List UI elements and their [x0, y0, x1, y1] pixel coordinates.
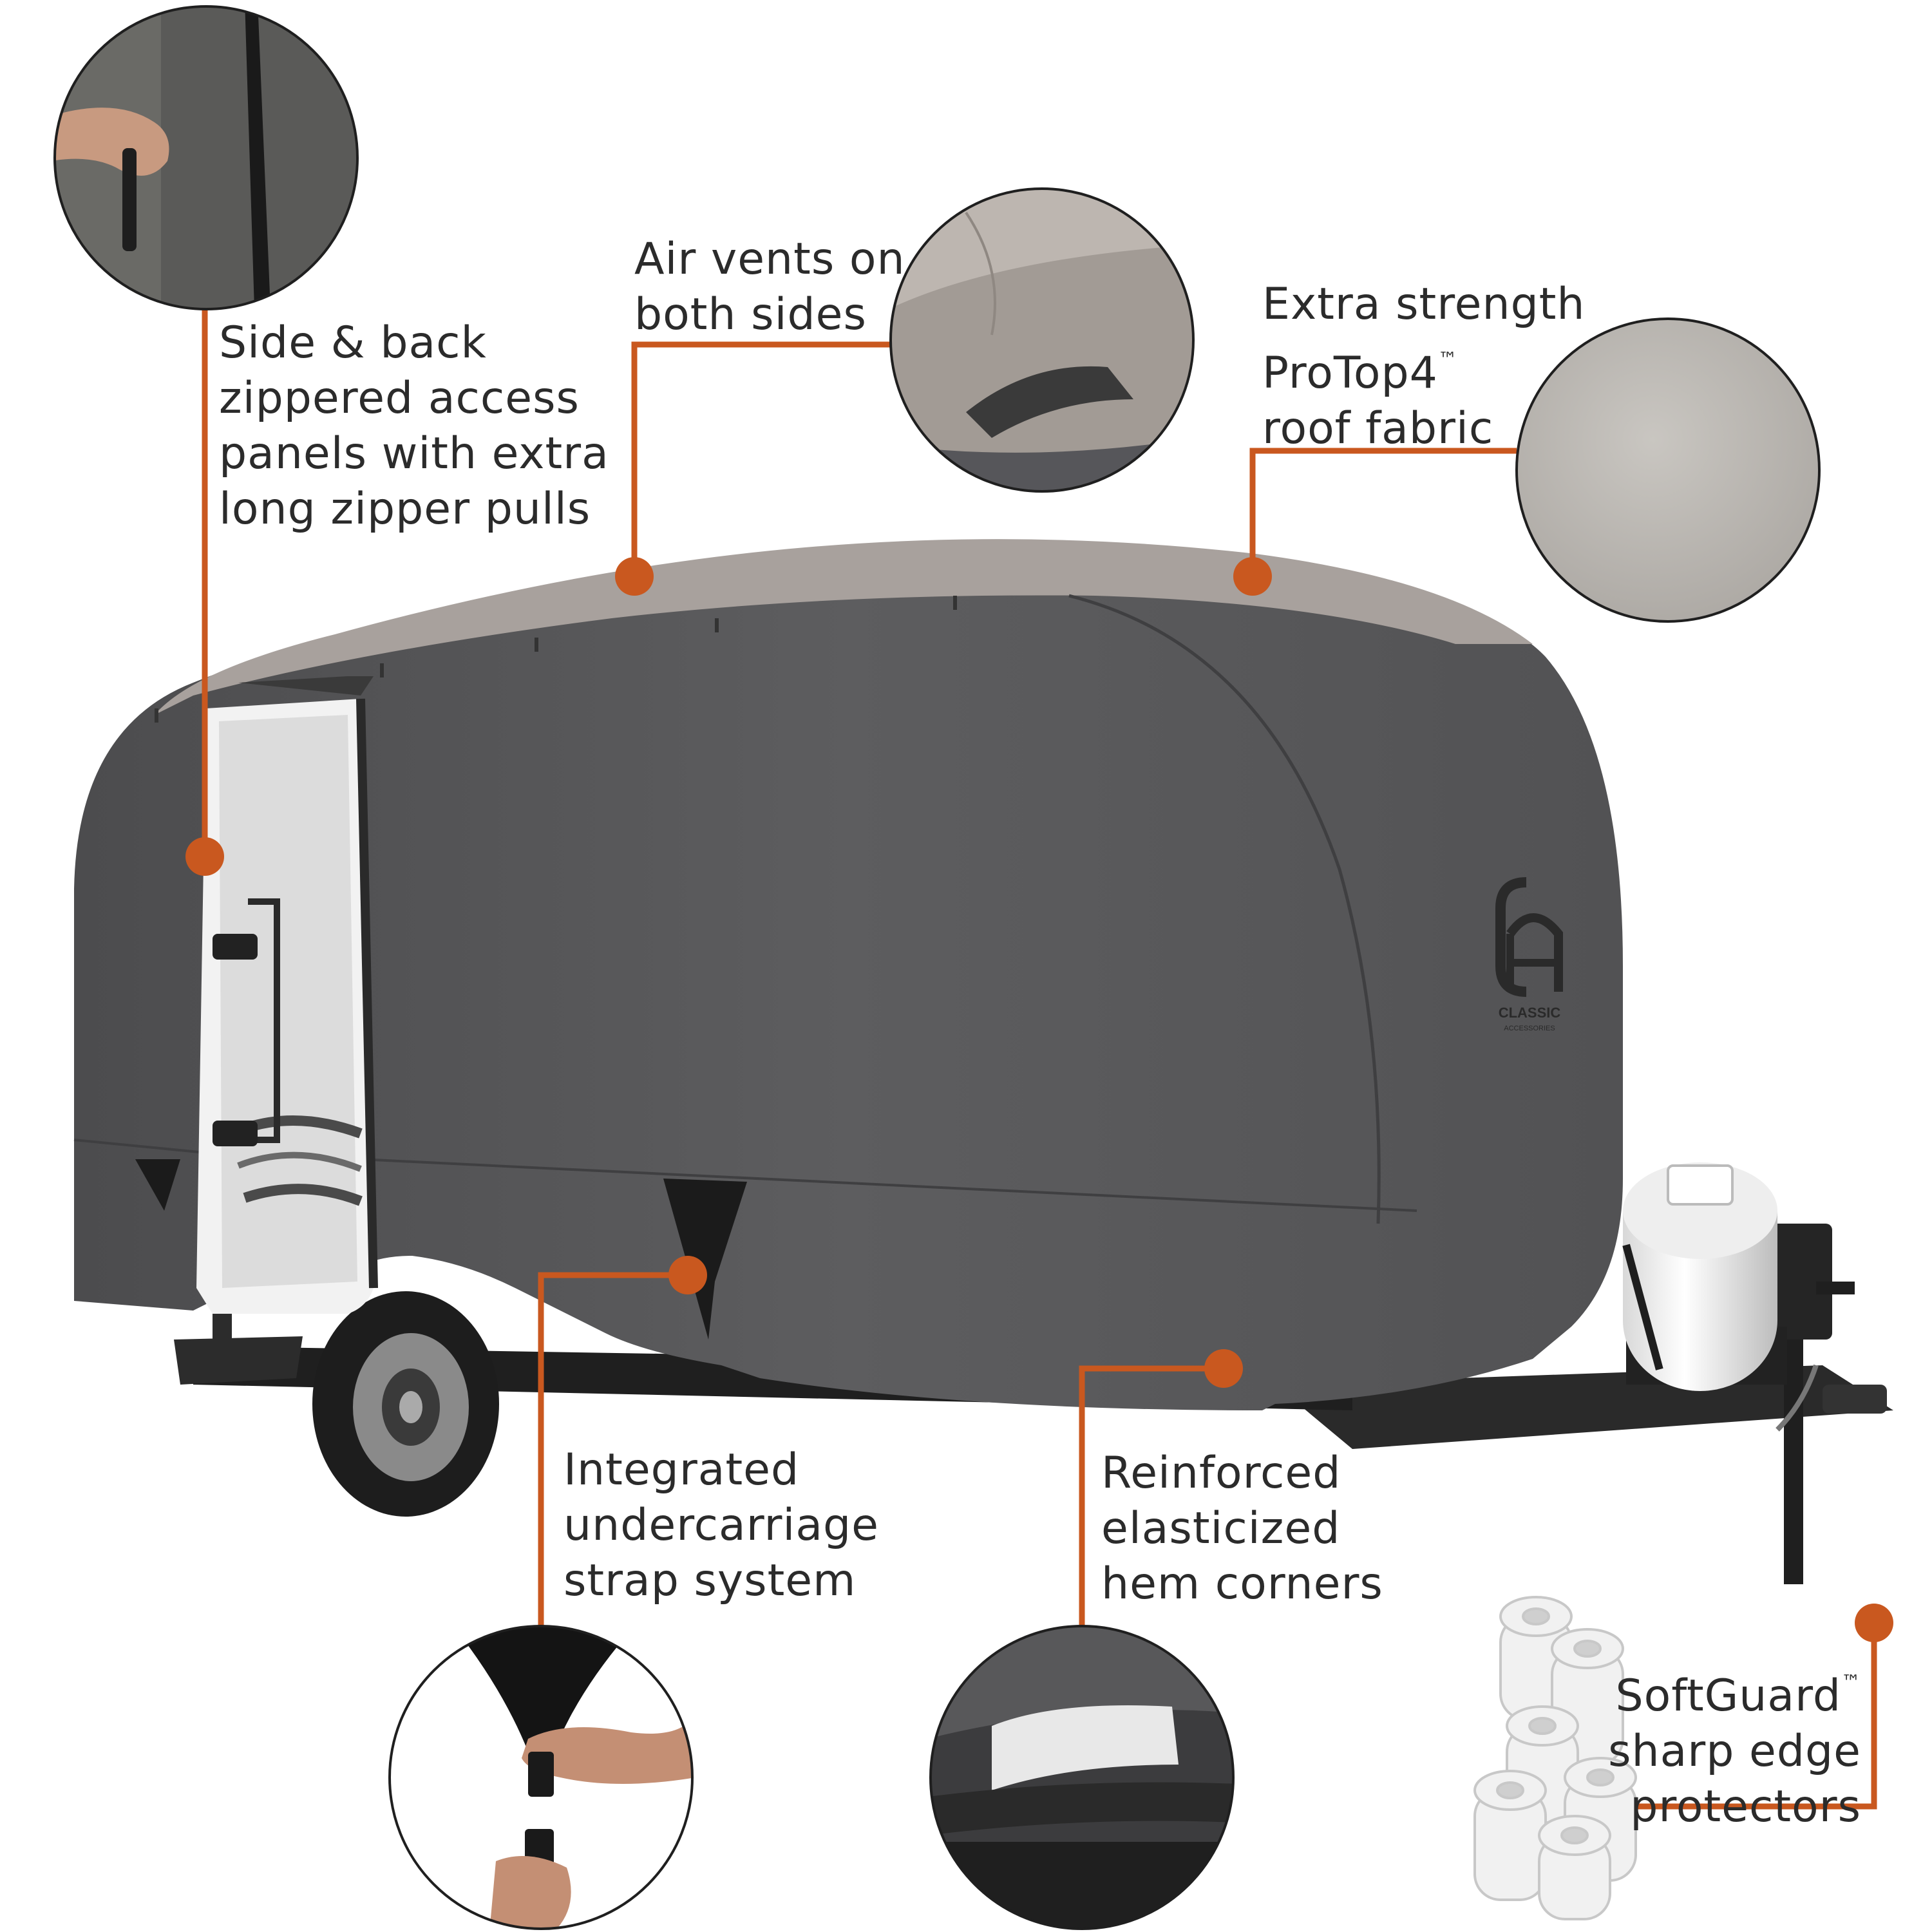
open-access-panel — [196, 676, 378, 1314]
trademark-symbol: ™ — [1437, 348, 1458, 371]
strap-buckle-detail-photo — [388, 1625, 694, 1930]
air-vents-label: Air vents on both sides — [634, 232, 905, 343]
brand-logo: CLASSIC ACCESSORIES — [1495, 877, 1563, 1032]
cover-body — [74, 559, 1623, 1410]
strap-label-line-1: Integrated — [564, 1444, 800, 1495]
roof-fabric-label: Extra strength ProTop4™ roof fabric — [1262, 277, 1586, 457]
zipper-label-line-1: Side & back — [219, 317, 487, 368]
zipper-callout-dot — [185, 837, 224, 876]
protector-label-product: SoftGuard — [1615, 1671, 1841, 1721]
roof-callout-dot — [1233, 557, 1272, 596]
cover-roof — [155, 539, 1533, 715]
brand-logo-line2: ACCESSORIES — [1504, 1025, 1555, 1032]
zipper-label-line-3: panels with extra — [219, 428, 609, 479]
roof-fabric-swatch — [1515, 317, 1821, 623]
strap-label-line-2: undercarriage — [564, 1500, 879, 1551]
trademark-symbol: ™ — [1841, 1671, 1861, 1694]
protector-label-line-2: sharp edge — [1608, 1726, 1861, 1777]
roof-label-line-3: roof fabric — [1262, 403, 1494, 454]
roof-clips — [155, 596, 957, 723]
foam-protector-icon — [1473, 1596, 1637, 1920]
trailer-cover: CLASSIC ACCESSORIES — [73, 539, 1893, 1584]
hem-label-line-1: Reinforced — [1101, 1448, 1341, 1499]
vent-label-line-1: Air vents on — [634, 234, 905, 285]
air-vent-detail-photo — [889, 187, 1195, 493]
roof-label-product: ProTop4 — [1262, 348, 1438, 399]
strap-system-label: Integrated undercarriage strap system — [564, 1443, 879, 1609]
roof-label-line-2: ProTop4™ — [1262, 332, 1586, 401]
vent-label-line-2: both sides — [634, 289, 867, 340]
hem-callout-dot — [1204, 1349, 1243, 1388]
trailer-wheel — [312, 1291, 499, 1517]
zipper-label-line-4: long zipper pulls — [219, 484, 591, 535]
protector-callout-dot — [1855, 1604, 1893, 1642]
protector-label-line-1: SoftGuard™ — [1608, 1655, 1861, 1724]
protector-label-line-3: protectors — [1630, 1781, 1861, 1832]
roof-label-line-1: Extra strength — [1262, 279, 1586, 330]
zipper-panels-label: Side & back zippered access panels with … — [219, 316, 609, 537]
edge-protectors-label: SoftGuard™ sharp edge protectors — [1608, 1655, 1861, 1835]
hem-corners-label: Reinforced elasticized hem corners — [1101, 1446, 1383, 1612]
propane-tank — [1622, 1162, 1787, 1391]
undercarriage-strap — [663, 1179, 747, 1340]
vent-callout-dot — [615, 557, 654, 596]
strap-callout-dot — [668, 1256, 707, 1294]
hem-label-line-2: elasticized — [1101, 1503, 1341, 1554]
zipper-detail-photo — [53, 5, 359, 310]
zipper-label-line-2: zippered access — [219, 373, 580, 424]
trailer-tongue — [1275, 1224, 1893, 1584]
callout-lines — [202, 309, 1877, 1810]
strap-label-line-3: strap system — [564, 1555, 857, 1606]
hem-label-line-3: hem corners — [1101, 1558, 1383, 1609]
brand-logo-line1: CLASSIC — [1499, 1005, 1561, 1021]
hem-corner-detail-photo — [929, 1625, 1235, 1930]
callout-dots — [185, 557, 1893, 1642]
